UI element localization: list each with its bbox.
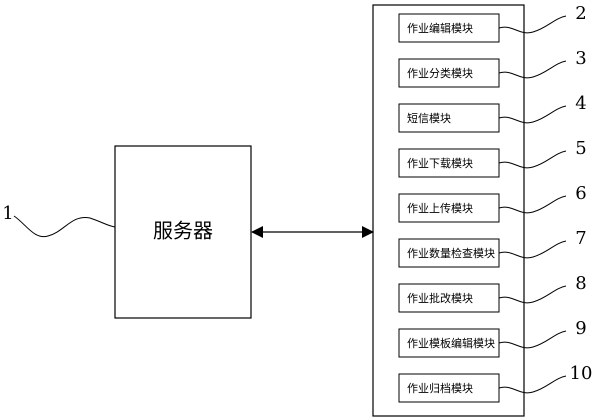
module-ref-number: 7 <box>575 228 586 249</box>
module-ref-leader <box>498 285 567 304</box>
module-ref-leader <box>498 375 567 394</box>
module-label: 短信模块 <box>407 111 451 125</box>
module-label: 作业上传模块 <box>407 202 473 215</box>
module-ref-leader <box>498 195 567 214</box>
module-ref-leader <box>498 150 567 169</box>
module-label: 作业批改模块 <box>407 291 473 305</box>
module-ref-number: 10 <box>570 363 593 384</box>
module-ref-leader <box>498 60 567 79</box>
module-ref-leader <box>498 240 567 259</box>
module-label: 作业编辑模块 <box>407 21 473 35</box>
module-ref-number: 8 <box>575 273 586 294</box>
module-ref-number: 5 <box>575 138 586 159</box>
module-ref-leader <box>498 330 567 349</box>
module-ref-number: 2 <box>575 3 586 24</box>
module-label: 作业归档模块 <box>407 381 473 395</box>
module-label: 作业下载模块 <box>407 157 473 170</box>
server-ref-leader <box>13 215 116 238</box>
module-ref-number: 6 <box>575 183 586 204</box>
module-ref-leader <box>498 15 567 34</box>
module-label: 作业模板编辑模块 <box>407 336 495 350</box>
module-ref-number: 4 <box>575 93 586 114</box>
module-label: 作业分类模块 <box>407 66 473 80</box>
module-container <box>372 4 525 417</box>
server-ref-number: 1 <box>2 203 13 224</box>
module-ref-number: 3 <box>575 48 586 69</box>
module-ref-leader <box>498 105 567 124</box>
module-ref-number: 9 <box>575 318 586 339</box>
server-label: 服务器 <box>153 219 213 243</box>
module-label: 作业数量检查模块 <box>407 246 495 260</box>
module-list: 作业编辑模块 2 作业分类模块 3 短信模块 4 作业下载模块 5 作业上传模块 6 作业数量检查模… <box>398 3 593 403</box>
